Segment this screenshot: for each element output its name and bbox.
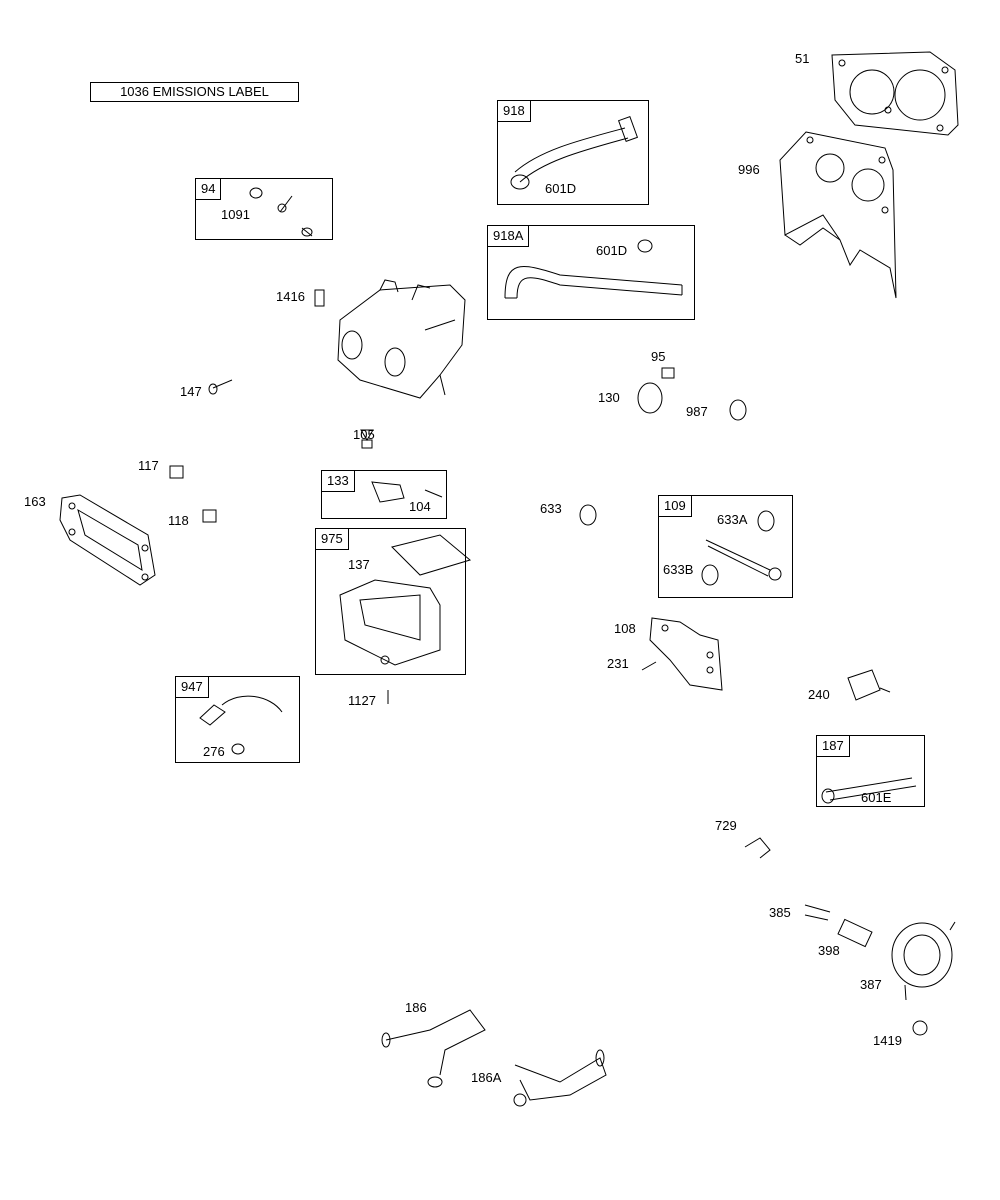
part-label-387: 387 [860, 977, 882, 992]
part-label-398: 398 [818, 943, 840, 958]
part-label-1419: 1419 [873, 1033, 902, 1048]
part-label-117: 117 [138, 458, 159, 473]
filter-240-drawing [848, 670, 890, 700]
seal-633-drawing [580, 505, 596, 525]
part-label-105: 105 [353, 427, 375, 442]
group-tag-109: 109 [658, 495, 692, 517]
pin-1416-drawing [315, 290, 324, 306]
group-tag-918a: 918A [487, 225, 530, 247]
plate-130-drawing [638, 383, 662, 413]
fuel-pump-drawing [805, 905, 955, 1035]
group-box-947: 947 [175, 676, 300, 763]
part-label-118: 118 [168, 513, 189, 528]
part-label-1091: 1091 [221, 207, 250, 222]
part-label-601d-a: 601D [545, 181, 577, 196]
part-label-633b: 633B [663, 562, 694, 577]
group-tag-947: 947 [175, 676, 209, 698]
group-box-918a: 918A [487, 225, 695, 320]
part-label-601e: 601E [861, 790, 892, 805]
hose-918a-drawing [505, 240, 682, 298]
emissions-label-text: 1036 EMISSIONS LABEL [120, 84, 269, 99]
part-label-729: 729 [715, 818, 737, 833]
part-label-987: 987 [686, 404, 708, 419]
gasket-51-drawing [832, 52, 958, 135]
group-tag-187: 187 [816, 735, 850, 757]
seal-633b-drawing [702, 565, 718, 585]
emissions-label-box: 1036 EMISSIONS LABEL [90, 82, 299, 102]
seal-987-drawing [730, 400, 746, 420]
part-label-104: 104 [409, 499, 431, 514]
gasket-163-drawing [60, 495, 155, 585]
seal-633a-drawing [758, 511, 774, 531]
group-box-918: 918 [497, 100, 649, 205]
float-133-drawing [372, 482, 442, 502]
group-box-133: 133 [321, 470, 447, 519]
part-label-240: 240 [808, 687, 830, 702]
part-label-385: 385 [769, 905, 791, 920]
part-label-108: 108 [614, 621, 636, 636]
group-box-975: 975 [315, 528, 466, 675]
part-label-276: 276 [203, 744, 225, 759]
plug-117-drawing [170, 466, 183, 478]
screw-231-drawing [642, 662, 656, 670]
group-box-109: 109 [658, 495, 793, 598]
screw-95-drawing [662, 368, 674, 378]
needle-105-drawing [361, 430, 373, 448]
part-label-130: 130 [598, 390, 620, 405]
screw-147-drawing [209, 380, 232, 394]
group-tag-918: 918 [497, 100, 531, 122]
plug-118-drawing [203, 510, 216, 522]
bowl-975-drawing [340, 535, 470, 665]
plate-108-drawing [650, 618, 722, 690]
group-tag-975: 975 [315, 528, 349, 550]
part-label-147: 147 [180, 384, 202, 399]
plate-996-drawing [780, 132, 896, 298]
group-tag-133: 133 [321, 470, 355, 492]
hose-918-drawing [511, 117, 637, 189]
part-label-996: 996 [738, 162, 760, 177]
group-box-187: 187 [816, 735, 925, 807]
carburetor-body-drawing [338, 280, 465, 398]
hose-187-drawing [822, 778, 916, 803]
kit-94-drawing [250, 188, 312, 236]
connector-186-drawing [382, 1010, 485, 1087]
part-label-231: 231 [607, 656, 629, 671]
part-label-51: 51 [795, 51, 810, 66]
group-box-94: 94 [195, 178, 333, 240]
part-label-1127: 1127 [348, 693, 376, 708]
clamp-729-drawing [745, 838, 770, 858]
part-label-95: 95 [651, 349, 666, 364]
shaft-109-drawing [706, 540, 781, 580]
part-label-186a: 186A [471, 1070, 502, 1085]
part-label-186: 186 [405, 1000, 427, 1015]
part-label-633a: 633A [717, 512, 748, 527]
connector-186a-drawing [514, 1050, 606, 1106]
part-label-601d-b: 601D [596, 243, 628, 258]
part-label-137: 137 [348, 557, 370, 572]
part-label-163: 163 [24, 494, 46, 509]
part-label-1416: 1416 [276, 289, 305, 304]
group-tag-94: 94 [195, 178, 222, 200]
part-label-633: 633 [540, 501, 562, 516]
solenoid-947-drawing [200, 696, 282, 754]
